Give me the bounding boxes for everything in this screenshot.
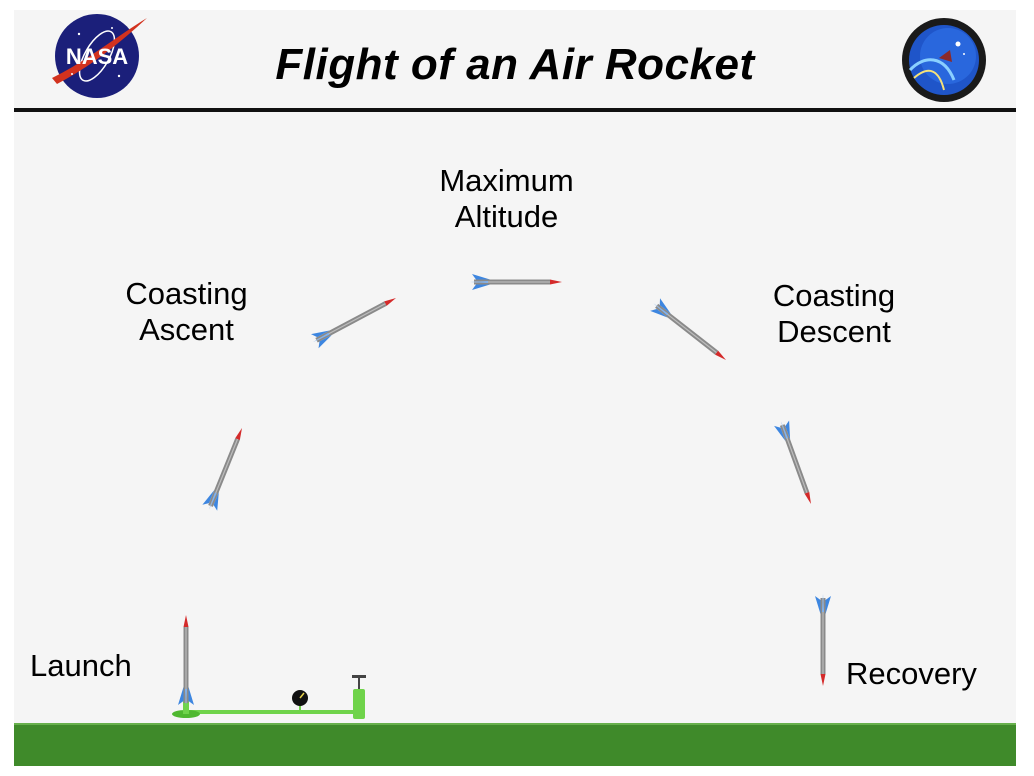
label-recovery: Recovery [846,656,977,692]
label-coasting-descent-line1: Coasting [772,278,896,313]
label-coasting-descent-line2: Descent [777,314,891,349]
air-pump [352,675,366,719]
ground [14,723,1016,766]
label-launch: Launch [30,648,132,684]
rocket-max-altitude [470,274,562,290]
header-divider [14,108,1016,112]
pressure-gauge [292,690,308,712]
label-recovery-text: Recovery [846,656,977,691]
nasa-logo-text: NASA [66,44,128,69]
rocket-launch [178,615,194,707]
air-hose [184,710,356,714]
label-coasting-ascent-line2: Ascent [139,312,234,347]
label-maximum-altitude: Maximum Altitude [419,163,594,235]
label-maximum-altitude-line1: Maximum [439,163,574,198]
label-coasting-ascent: Coasting Ascent [104,276,269,348]
label-coasting-ascent-line1: Coasting [125,276,248,311]
label-coasting-descent: Coasting Descent [749,278,919,350]
launcher [172,675,366,719]
nasa-logo: NASA [52,14,147,98]
rocket-ascent-1 [202,428,242,511]
diagram-panel: NASA [14,10,1016,766]
page-title: Flight of an Air Rocket [275,40,755,89]
rocket-descent-2 [774,420,811,504]
rocket-ascent-2 [311,298,396,349]
label-maximum-altitude-line2: Altitude [454,199,559,234]
rocket-recovery [815,594,831,686]
exploration-logo [902,18,986,102]
label-launch-text: Launch [30,648,132,683]
rocket-descent-1 [650,298,726,360]
scene: NASA [52,14,986,719]
